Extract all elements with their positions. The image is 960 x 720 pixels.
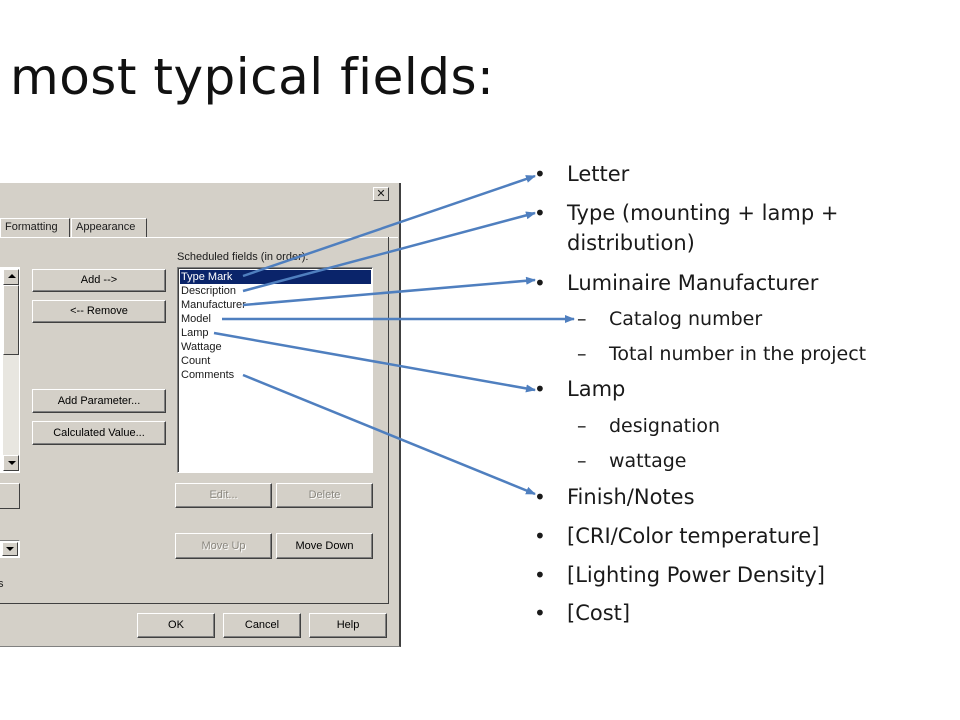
- scroll-down-button[interactable]: [3, 455, 19, 471]
- combo-dropdown-button[interactable]: [2, 542, 18, 556]
- list-item[interactable]: Model: [181, 313, 211, 325]
- calculated-value-button[interactable]: Calculated Value...: [32, 421, 166, 445]
- arrow-up-icon: [8, 274, 16, 278]
- arrow-lamp: [213, 331, 536, 393]
- left-cut-button[interactable]: [0, 483, 20, 509]
- available-fields-scrollbar[interactable]: [3, 269, 19, 471]
- left-combo-box[interactable]: [0, 540, 20, 558]
- scroll-thumb[interactable]: [3, 285, 19, 355]
- add-parameter-button[interactable]: Add Parameter...: [32, 389, 166, 413]
- dialog-titlebar: ✕: [0, 183, 398, 205]
- move-down-button[interactable]: Move Down: [276, 533, 373, 559]
- cut-label: s: [0, 578, 4, 590]
- list-item[interactable]: Comments: [181, 369, 235, 381]
- list-item[interactable]: Count: [181, 355, 211, 367]
- help-button[interactable]: Help: [309, 613, 387, 638]
- remove-field-button[interactable]: <-- Remove: [32, 300, 166, 323]
- edit-button[interactable]: Edit...: [175, 483, 272, 508]
- arrow-down-icon: [8, 461, 16, 465]
- ok-button[interactable]: OK: [137, 613, 215, 638]
- tab-formatting[interactable]: Formatting: [0, 218, 70, 237]
- cancel-button[interactable]: Cancel: [223, 613, 301, 638]
- add-field-button[interactable]: Add -->: [32, 269, 166, 292]
- tab-panel-bottom-edge: [0, 603, 389, 604]
- list-item[interactable]: Description: [181, 285, 237, 297]
- list-item[interactable]: Lamp: [181, 327, 209, 339]
- list-item[interactable]: Type Mark: [180, 270, 371, 284]
- delete-button[interactable]: Delete: [276, 483, 373, 508]
- list-item[interactable]: Wattage: [181, 341, 222, 353]
- tab-panel-right-edge: [388, 237, 389, 603]
- chevron-down-icon: [6, 547, 14, 551]
- list-item[interactable]: Manufacturer: [181, 299, 246, 311]
- arrow-manufacturer: [242, 276, 536, 307]
- move-up-button[interactable]: Move Up: [175, 533, 272, 559]
- tab-panel-edge: [0, 237, 398, 238]
- scheduled-fields-label: Scheduled fields (in order):: [177, 251, 309, 263]
- close-icon[interactable]: ✕: [373, 187, 389, 201]
- slide-title: most typical fields:: [10, 48, 495, 106]
- arrow-type-mark: [242, 174, 536, 278]
- arrow-description: [242, 211, 536, 293]
- arrow-comments: [242, 373, 536, 496]
- scroll-up-button[interactable]: [3, 269, 19, 285]
- fields-dialog: ✕ Formatting Appearance Add --> <-- Remo…: [0, 183, 401, 647]
- tab-appearance[interactable]: Appearance: [71, 218, 147, 237]
